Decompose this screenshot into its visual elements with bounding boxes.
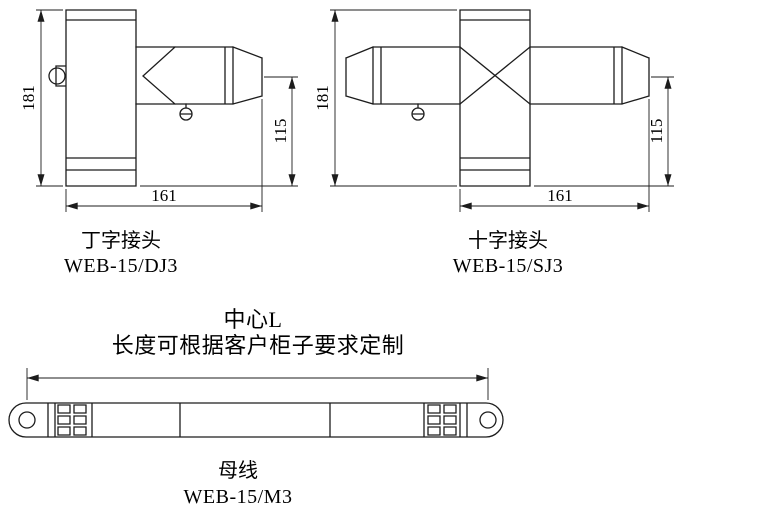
cross-dimension-arm-height: 115 bbox=[534, 76, 674, 187]
cross-dimension-height: 181 bbox=[313, 9, 457, 187]
tee-joint-body-outline bbox=[55, 9, 137, 187]
tee-dimension-width: 161 bbox=[65, 99, 263, 212]
tee-joint-model: WEB-15/DJ3 bbox=[64, 255, 178, 277]
busbar-left-contact-block bbox=[57, 404, 87, 436]
cross-joint-title: 十字接头 bbox=[468, 229, 548, 252]
cross-joint-bottom-fitting bbox=[412, 103, 424, 115]
tee-dim-width-value: 161 bbox=[151, 186, 177, 205]
cross-joint-figure: 181 115 161 十字接头 WEB-15/SJ3 bbox=[313, 9, 674, 277]
tee-joint-side-bolt bbox=[48, 67, 66, 85]
busbar-dimension-length bbox=[26, 368, 489, 400]
cross-joint-model: WEB-15/SJ3 bbox=[453, 255, 564, 277]
busbar-center-label: 中心L bbox=[224, 307, 283, 332]
cross-joint-left-arm-outline bbox=[345, 46, 461, 105]
busbar-body-outline bbox=[8, 402, 504, 438]
tee-joint-bottom-fitting bbox=[180, 103, 192, 115]
busbar-length-note: 长度可根据客户柜子要求定制 bbox=[112, 333, 405, 358]
cross-dim-arm-value: 115 bbox=[647, 119, 666, 144]
busbar-dim-extension-lines bbox=[26, 368, 489, 400]
tee-dim-height-value: 181 bbox=[19, 85, 38, 111]
tee-joint-bottom-fitting-circle bbox=[179, 107, 193, 121]
tee-dimension-height: 181 bbox=[19, 9, 63, 187]
cross-joint-transition-lines bbox=[459, 46, 531, 105]
cross-dim-height-extension-lines bbox=[330, 9, 457, 187]
cross-dimension-width: 161 bbox=[459, 99, 650, 212]
cross-dim-height-value: 181 bbox=[313, 85, 332, 111]
cross-joint-bottom-fitting-circle bbox=[411, 107, 425, 121]
busbar-right-contact-block bbox=[427, 404, 457, 436]
busbar-left-hole bbox=[18, 411, 36, 429]
busbar-model: WEB-15/M3 bbox=[184, 486, 293, 508]
cross-dim-width-value: 161 bbox=[547, 186, 573, 205]
tee-joint-title: 丁字接头 bbox=[81, 229, 161, 252]
busbar-right-hole bbox=[479, 411, 497, 429]
tee-dim-arm-value: 115 bbox=[271, 119, 290, 144]
busbar-title: 母线 bbox=[218, 459, 258, 482]
cross-joint-body-outline bbox=[459, 9, 531, 187]
tee-dim-height-extension-lines bbox=[36, 9, 63, 187]
busbar-figure: 中心L 长度可根据客户柜子要求定制 母线 WEB-15/M3 bbox=[8, 307, 504, 508]
tee-joint-arm-outline bbox=[135, 46, 263, 105]
tee-joint-figure: 181 115 161 丁字接头 WEB-15/DJ3 bbox=[19, 9, 298, 277]
cross-joint-right-arm-outline bbox=[529, 46, 650, 105]
tee-dimension-arm-height: 115 bbox=[140, 76, 298, 187]
